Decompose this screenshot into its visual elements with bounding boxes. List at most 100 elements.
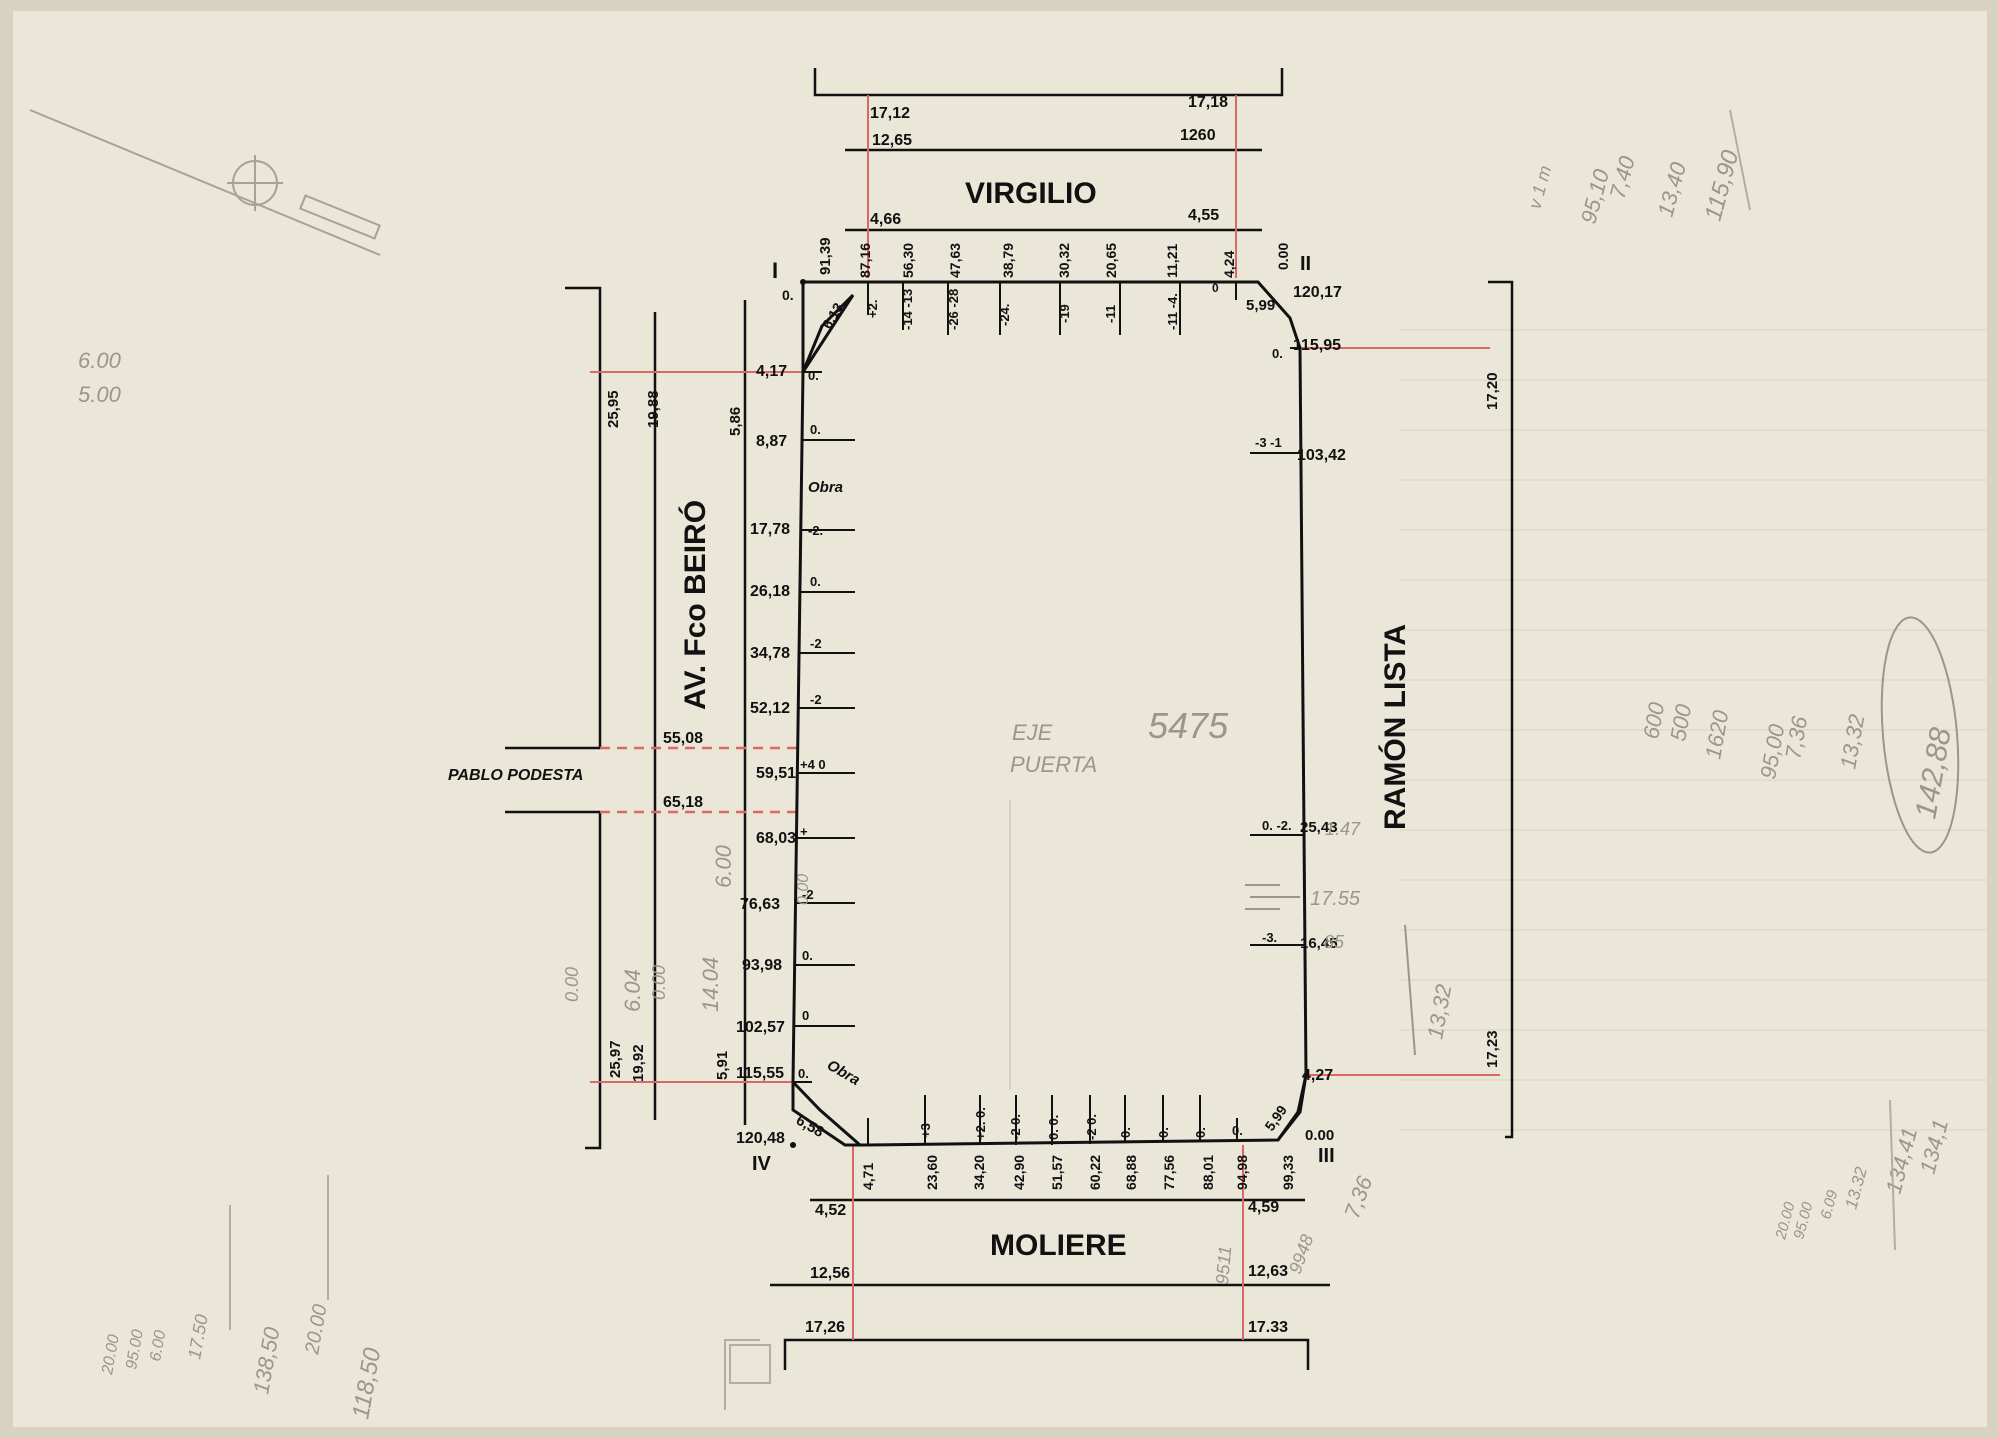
west-edge-ticks bbox=[793, 371, 855, 1083]
lot-outline bbox=[791, 280, 1308, 1147]
north-tick-dist-3: 47,63 bbox=[947, 243, 963, 278]
south-tick-dist-3: 34,20 bbox=[971, 1155, 987, 1190]
corner-label-1: I bbox=[772, 258, 778, 283]
east-tick-lvl-2: -3 -1 bbox=[1255, 435, 1282, 450]
north-tick-lvl-4: -24. bbox=[997, 304, 1012, 326]
south-tick-lvl-8: 0. bbox=[1156, 1127, 1171, 1138]
south-tick-dist-7: 68,88 bbox=[1123, 1155, 1139, 1190]
north-top-right: 17,18 bbox=[1188, 94, 1228, 111]
west-tick-lvl-12: 0. bbox=[798, 1066, 809, 1081]
west-tick-dist-3: 17,78 bbox=[750, 521, 790, 538]
south-tick-lvl-6: -2 0. bbox=[1084, 1114, 1099, 1140]
pencil-left-1: 6.00 bbox=[78, 348, 122, 373]
north-tick-lvl-6: -11 bbox=[1103, 305, 1118, 323]
pencil-oval bbox=[1880, 616, 1960, 854]
corner-marker-1 bbox=[800, 279, 806, 285]
north-corner-left-zero: 0. bbox=[782, 287, 794, 303]
south-tick-dist-8: 77,56 bbox=[1161, 1155, 1177, 1190]
north-tick-dist-6: 20,65 bbox=[1103, 243, 1119, 278]
north-chamfer-right: 5,99 bbox=[1246, 297, 1275, 314]
street-name-ramon-lista: RAMÓN LISTA bbox=[1378, 624, 1412, 830]
north-corner-left: 91,39 bbox=[817, 237, 834, 275]
inner-number: 5475 bbox=[1148, 705, 1229, 746]
west-tick-lvl-8: + bbox=[800, 824, 808, 839]
north-arrow-icon bbox=[29, 109, 382, 256]
west-tick-lvl-3: -2. bbox=[808, 523, 823, 538]
pencil-arrow-line bbox=[1404, 924, 1416, 1056]
paper-background bbox=[6, 4, 1994, 1434]
pencil-west-v3: 0.00 bbox=[649, 965, 669, 1000]
west-tick-dist-8: 68,03 bbox=[756, 830, 796, 847]
west-offset-lines bbox=[590, 371, 803, 1083]
east-street-bottom: 17,23 bbox=[1484, 1030, 1501, 1068]
pencil-west-v1: 0.00 bbox=[562, 967, 582, 1002]
eje-label: EJE bbox=[1012, 720, 1053, 745]
pencil-east-1: 1.47 bbox=[1325, 819, 1361, 839]
pencil-bl-1: 20.00 bbox=[99, 1333, 123, 1376]
street-name-moliere: MOLIERE bbox=[990, 1229, 1127, 1262]
north-top-left: 17,12 bbox=[870, 105, 910, 122]
south-tick-lvl-9: 0. bbox=[1193, 1127, 1208, 1138]
east-tick-lvl-3: 0. -2. bbox=[1262, 818, 1292, 833]
lot-chamfer-nw bbox=[801, 293, 855, 373]
north-low-left: 4,66 bbox=[870, 211, 901, 228]
east-street-top: 17,20 bbox=[1484, 372, 1501, 410]
pencil-west-v2: 6.04 bbox=[620, 969, 645, 1012]
corner-marker-4 bbox=[790, 1142, 796, 1148]
pencil-west-v5: 6.00 bbox=[711, 844, 736, 888]
obra-note-1: Obra bbox=[808, 479, 843, 496]
north-tick-dist-2: 56,30 bbox=[900, 243, 916, 278]
north-mid-left: 12,65 bbox=[872, 132, 912, 149]
pencil-bl-2: 95.00 bbox=[123, 1328, 147, 1370]
west-tick-dist-7: 59,51 bbox=[756, 765, 796, 782]
east-offset-lines bbox=[1300, 347, 1500, 1076]
pencil-left-2: 5.00 bbox=[78, 382, 122, 407]
north-mid-right: 1260 bbox=[1180, 127, 1216, 144]
west-bottom-2: 19,92 bbox=[630, 1044, 647, 1082]
east-edge-ticks bbox=[1250, 347, 1305, 946]
ruled-lines bbox=[1400, 329, 1990, 1131]
west-top-2: 19,88 bbox=[645, 390, 662, 428]
south-mid-right: 12,63 bbox=[1248, 1263, 1288, 1280]
north-tick-lvl-7: -11 -4. bbox=[1165, 293, 1180, 330]
pencil-west-v4: 14.04 bbox=[698, 957, 723, 1012]
west-tick-dist-5: 34,78 bbox=[750, 645, 790, 662]
east-tick-lvl-1: 0. bbox=[1272, 346, 1283, 361]
north-tick-dist-7: 11,21 bbox=[1164, 244, 1180, 278]
pencil-west-v6: 0.00 bbox=[795, 874, 812, 905]
podesta-dist-2: 65,18 bbox=[663, 794, 703, 811]
east-tick-dist-4: 16,45 bbox=[1300, 935, 1338, 952]
south-tick-lvl-4: -2 0. bbox=[1008, 1114, 1023, 1140]
south-tick-lvl-3: +2. 0. bbox=[973, 1107, 988, 1140]
street-name-virgilio: VIRGILIO bbox=[965, 177, 1097, 210]
north-tick-dist-1: 87,16 bbox=[857, 243, 873, 278]
west-tick-dist-11: 102,57 bbox=[736, 1019, 785, 1036]
west-tick-lvl-5: -2 bbox=[810, 636, 822, 651]
pencil-strokes bbox=[229, 109, 1896, 1410]
south-top-right: 4,59 bbox=[1248, 1199, 1279, 1216]
puerta-label: PUERTA bbox=[1010, 752, 1097, 777]
pencil-east-3: 85 bbox=[1324, 932, 1345, 952]
south-tick-dist-4: 42,90 bbox=[1011, 1155, 1027, 1190]
south-street bbox=[770, 1198, 1330, 1370]
north-tick-dist-5: 30,32 bbox=[1056, 243, 1072, 278]
west-tick-lvl-6: -2 bbox=[810, 692, 822, 707]
south-tick-dist-9: 88,01 bbox=[1200, 1155, 1216, 1190]
pencil-east-2: 17.55 bbox=[1310, 888, 1361, 910]
pencil-tick-marks bbox=[1245, 884, 1300, 910]
south-tick-lvl-10: 0. bbox=[1232, 1123, 1243, 1138]
north-corner-right-val: 120,17 bbox=[1293, 284, 1342, 301]
east-tick-dist-5: 4,27 bbox=[1302, 1067, 1333, 1084]
west-tick-dist-10: 93,98 bbox=[742, 957, 782, 974]
pencil-bm-1: 9511 bbox=[1212, 1245, 1235, 1285]
north-tick-lvl-5: -19 bbox=[1057, 304, 1072, 323]
east-street bbox=[1488, 280, 1514, 1139]
north-tick-lvl-1: +2. bbox=[865, 300, 880, 318]
east-tick-dist-1: 115,95 bbox=[1293, 337, 1341, 354]
west-tick-lvl-4: 0. bbox=[810, 574, 821, 589]
east-corner: 0.00 bbox=[1305, 1127, 1334, 1144]
south-tick-lvl-5: 0. 0. bbox=[1046, 1115, 1061, 1140]
south-offset-lines bbox=[852, 1145, 1244, 1340]
north-offset-lines bbox=[867, 95, 1237, 278]
